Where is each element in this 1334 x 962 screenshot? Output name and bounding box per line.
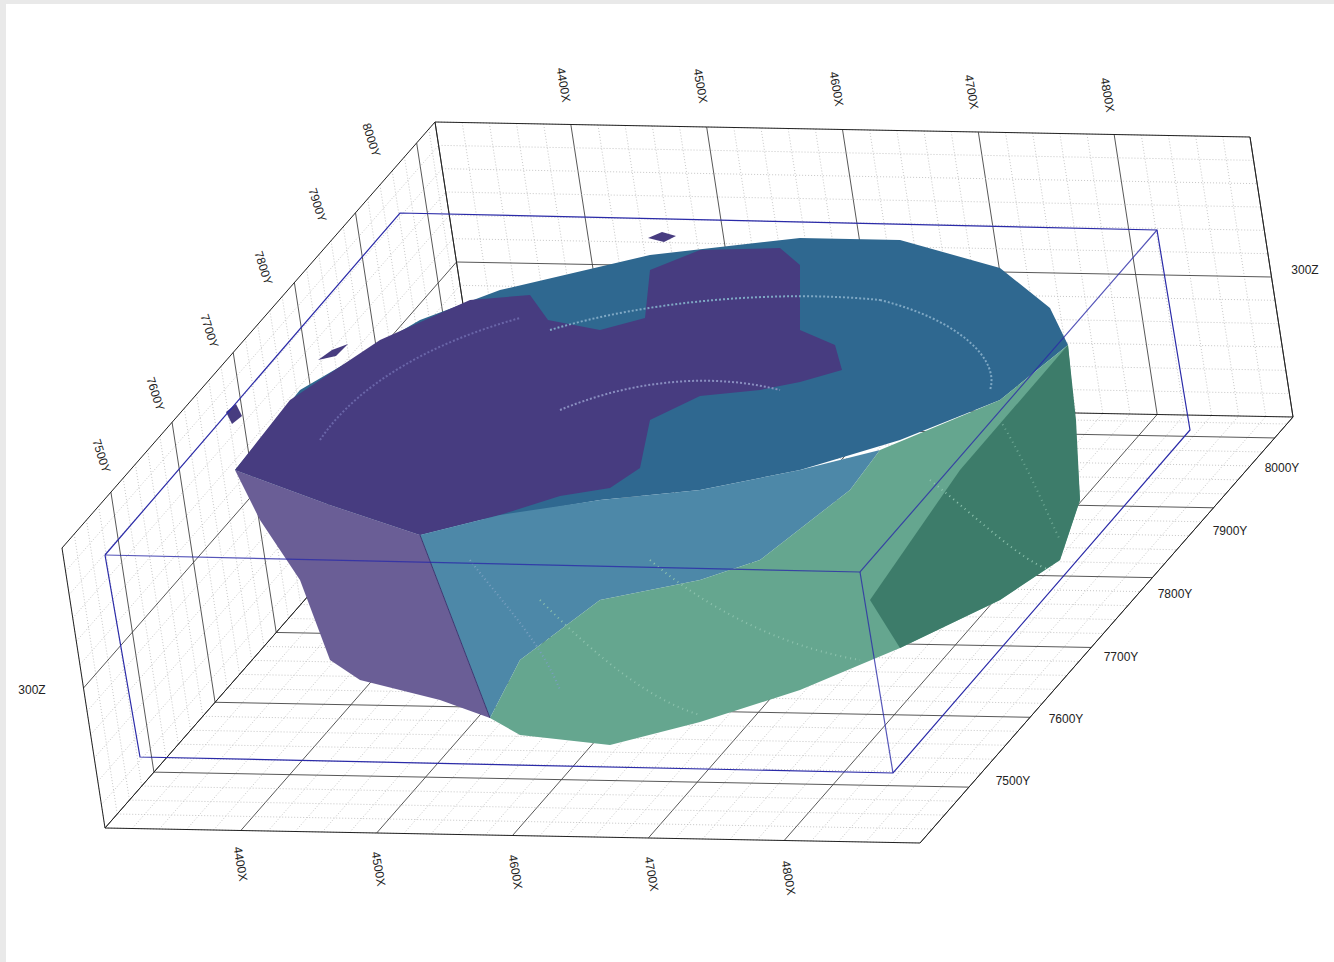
bench-line [550,296,880,330]
selection-box [105,213,1190,773]
minor-grid-line [105,828,920,843]
axis-tick-label: 8000Y [1264,461,1301,475]
minor-grid-line [435,122,1250,137]
ore-speck [318,344,348,360]
axis-tick-label: 4400X [553,66,573,105]
selection-edge [860,572,893,773]
bench-line [560,381,780,410]
bench-line [880,300,992,390]
axis-tick-label: 7700Y [1103,650,1140,664]
axis-tick-label: 7900Y [1212,524,1249,538]
axis-tick-label: 300Z [1290,263,1319,277]
pit-wall-dark-green [870,345,1080,648]
axis-tick-label: 4800X [778,859,798,898]
axis-tick-label: 4600X [505,853,525,892]
selection-edge [105,213,1190,773]
minor-grid-line [142,786,957,801]
axis-tick-label: 7800Y [251,248,276,287]
axis-tick-label: 7500Y [89,436,114,475]
axis-grid [62,122,1293,843]
axis-tick-label: 7800Y [1157,587,1194,601]
selection-edge [105,230,1157,572]
minor-grid-line [178,744,993,759]
axis-tick-label: 4500X [690,67,710,106]
major-grid-line [154,772,969,787]
axis-tick-label: 4700X [641,855,661,894]
box-edge [105,828,920,843]
pit-shell [226,232,1080,745]
bench-line [930,480,1050,570]
axis-tick-label: 8000Y [359,120,384,159]
bench-line [470,560,560,690]
axis-tick-label: 7600Y [143,374,168,413]
minor-grid-line [439,145,1254,160]
axis-tick-label: 4700X [961,73,981,112]
pit-wall-green [490,345,1080,745]
axis-tick-label: 4800X [1097,76,1117,115]
minor-grid-line [129,800,944,815]
axis-tick-label: 7900Y [305,185,330,224]
bench-line [650,560,860,660]
minor-grid-line [446,192,1261,207]
ore-speck [648,232,676,242]
bench-line [1000,420,1060,540]
bench-line [320,318,520,440]
ore-speck [226,404,242,424]
minor-grid-line [117,814,932,829]
axis-tick-label: 7700Y [197,311,222,350]
bench-lines [320,296,1060,715]
axis-tick-label: 7600Y [1048,712,1085,726]
axis-tick-label: 4600X [826,70,846,109]
box-edge [1250,137,1293,417]
axis-tick-label: 7500Y [995,774,1032,788]
axis-tick-label: 4400X [230,845,250,884]
box-edge [435,122,1250,137]
minor-grid-line [442,169,1257,184]
minor-grid-line [62,548,105,828]
bench-line [540,600,700,715]
axis-tick-label: 300Z [17,683,46,697]
box-edge [62,548,105,828]
axis-tick-label: 4500X [368,850,388,889]
